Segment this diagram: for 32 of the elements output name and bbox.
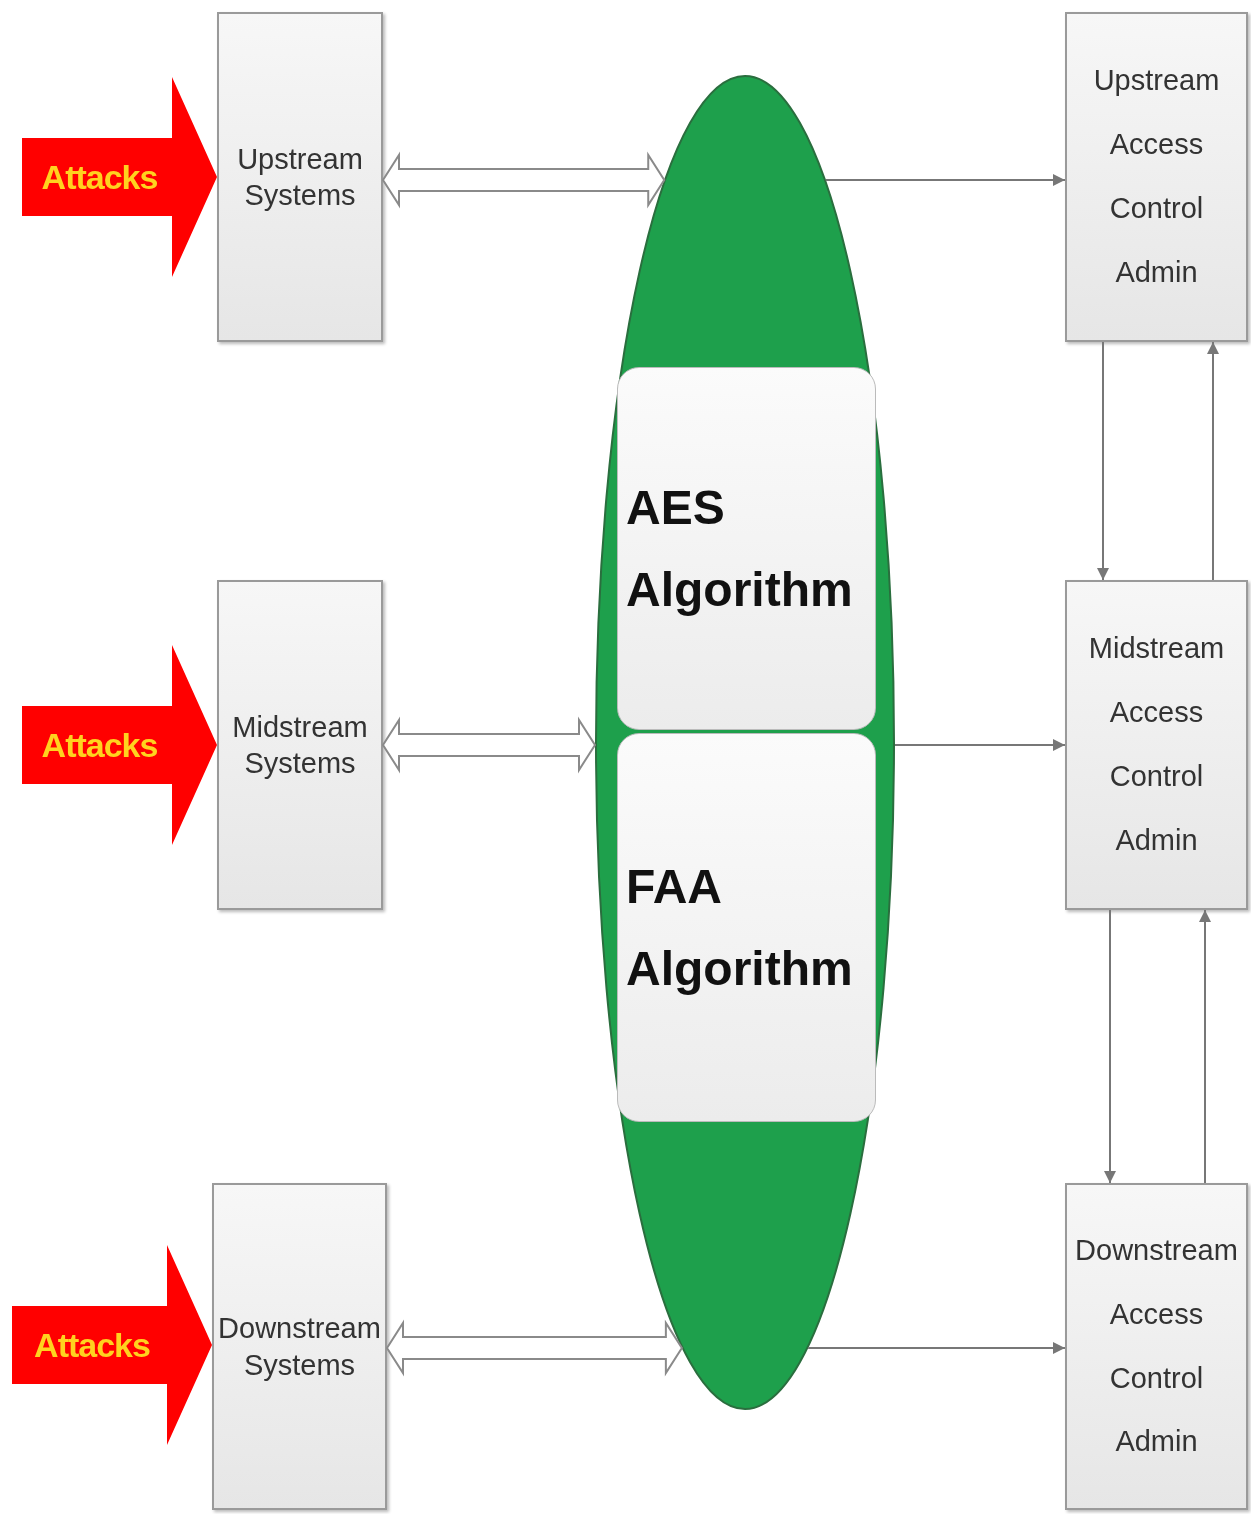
process-box	[217, 12, 383, 342]
hollow-double-arrow	[381, 151, 666, 209]
block-arrow	[22, 77, 217, 277]
arrow	[894, 739, 1066, 751]
block-arrow	[12, 1245, 212, 1445]
node-label: Midstream Access Control Admin	[1087, 631, 1226, 858]
node-label: Downstream Access Control Admin	[1074, 1232, 1239, 1460]
edge-label: Attacks	[41, 157, 158, 197]
algorithm-box	[617, 367, 876, 730]
arrow	[824, 174, 1066, 186]
process-box	[1065, 580, 1248, 910]
hollow-double-arrow	[381, 716, 597, 774]
arrow	[1097, 341, 1109, 581]
hollow-double-arrow	[385, 1319, 684, 1377]
process-box	[1065, 1183, 1248, 1510]
node-label: FAA Algorithm	[625, 858, 854, 997]
arrow	[1104, 909, 1116, 1184]
arrow	[1207, 341, 1219, 581]
node-label: Midstream Systems	[231, 709, 369, 781]
arrow	[807, 1342, 1066, 1354]
process-box	[1065, 12, 1248, 342]
node-label: AES Algorithm	[625, 479, 854, 618]
block-arrow	[22, 645, 217, 845]
arrow	[1199, 909, 1211, 1184]
edge-label: Attacks	[34, 1325, 150, 1365]
process-box	[212, 1183, 387, 1510]
process-box	[217, 580, 383, 910]
node-label: Upstream Access Control Admin	[1092, 63, 1221, 290]
algorithm-box	[617, 733, 876, 1122]
node-label: Upstream Systems	[236, 141, 364, 213]
edge-label: Attacks	[41, 725, 158, 765]
node-label: Downstream Systems	[217, 1311, 382, 1383]
